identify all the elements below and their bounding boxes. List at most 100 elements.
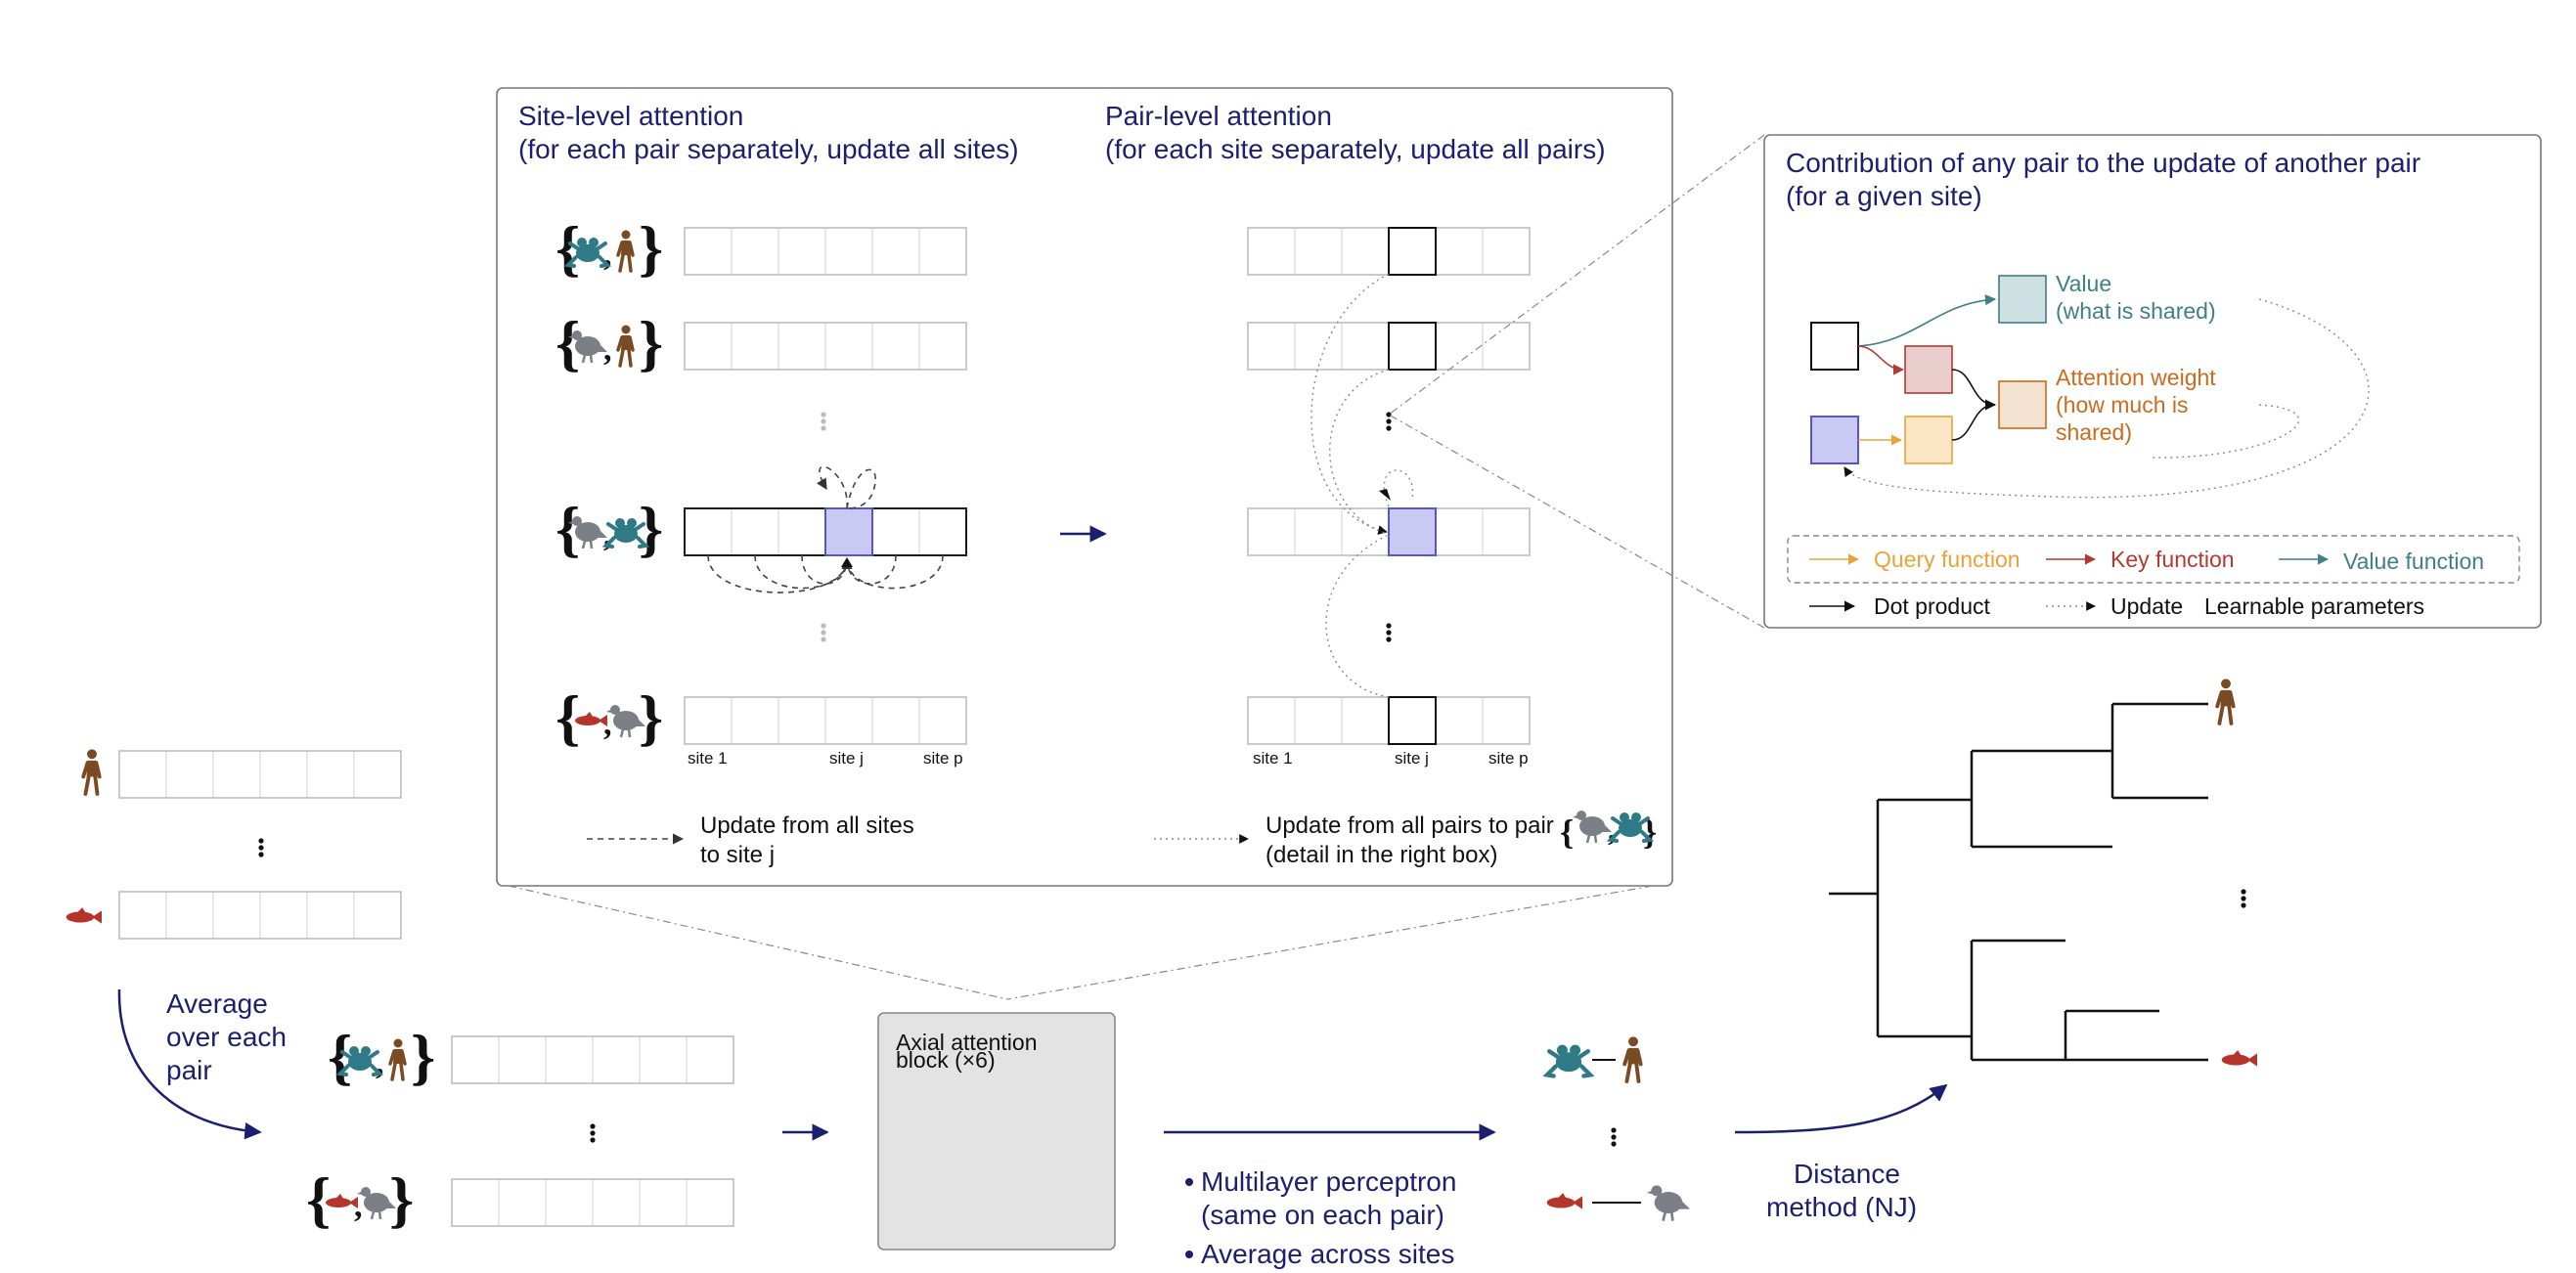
value-cell (1998, 275, 2047, 324)
site-label: site 1 (1253, 749, 1293, 768)
value-function-arrow (1857, 294, 1997, 347)
sequence-row (451, 1178, 734, 1227)
ellipsis-dot (2241, 896, 2246, 901)
ellipsis-dot (258, 838, 264, 844)
block-title: Axial attention (896, 1030, 1037, 1055)
site-label: site j (829, 749, 864, 768)
highlighted-cell (824, 507, 873, 556)
site-update-arc (846, 554, 944, 590)
query-cell (1904, 416, 1953, 464)
ellipsis-dot (590, 1130, 596, 1136)
sequence-row (684, 696, 967, 745)
ellipsis-dot (821, 636, 826, 642)
human-icon (81, 747, 102, 796)
site-label: site 1 (688, 749, 728, 768)
site-label: site p (1488, 749, 1529, 768)
ellipsis-dot (821, 412, 826, 417)
site-update-arc (846, 554, 897, 585)
update-curve (1843, 298, 2370, 499)
dot-product-arrow (1951, 369, 1997, 411)
site-label: site p (923, 749, 963, 768)
attention-weight-cell (1998, 380, 2047, 429)
learnable-parameters-box (1787, 535, 2520, 584)
pair-a-cell (1810, 322, 1859, 371)
highlighted-cell (1388, 322, 1437, 371)
average-label: pair (166, 1055, 212, 1085)
pair-update-curve (1325, 535, 1390, 698)
pair-update-curve (1310, 273, 1390, 535)
pair-update-curve (1329, 369, 1390, 535)
ellipsis-dot (1386, 425, 1392, 431)
average-label: Average (166, 988, 268, 1019)
average-label: over each (166, 1022, 287, 1052)
sequence-row (1247, 507, 1531, 556)
brace-open: { (306, 1164, 331, 1234)
site-label: site j (1395, 749, 1429, 768)
key-function-arrow (1857, 345, 1905, 375)
ellipsis-dot (2241, 902, 2246, 908)
ellipsis-dot (1386, 630, 1392, 636)
fish-icon (2221, 1050, 2257, 1067)
bird-icon (1571, 809, 1614, 845)
human-icon (2215, 677, 2236, 725)
site-update-arc (707, 554, 848, 593)
mlp-label: Average across sites (1201, 1239, 1454, 1269)
comma: , (603, 331, 612, 368)
brace-open: { (555, 682, 580, 752)
attention-label: Attention weight (2056, 365, 2216, 390)
row-outline (451, 1035, 734, 1084)
legend-site-text: Update from all sites (700, 812, 914, 839)
sequence-row (684, 322, 967, 371)
species-pair-label: {}, (555, 494, 663, 563)
bullet (1185, 1178, 1193, 1186)
ellipsis-dot (1386, 418, 1392, 424)
highlighted-cell (1388, 696, 1437, 745)
ellipsis-dot (1386, 623, 1392, 629)
zoom-guide-line (508, 885, 1008, 1000)
self-update-loop (846, 468, 877, 509)
detail-title: Contribution of any pair to the update o… (1786, 148, 2421, 178)
comma: , (1608, 812, 1617, 848)
frog-icon (1547, 1045, 1590, 1076)
bird-icon (1645, 1184, 1692, 1223)
zoom-guide-line (1388, 134, 1765, 416)
row-outline (684, 227, 967, 276)
sequence-row (118, 891, 402, 940)
brace-close: } (639, 682, 663, 752)
human-icon (1622, 1034, 1643, 1083)
comma: , (603, 706, 612, 742)
comma: , (354, 1188, 363, 1224)
sequence-row (118, 750, 402, 799)
learnable-parameters-label: Learnable parameters (2204, 593, 2424, 619)
sequence-row (1247, 696, 1531, 745)
pair-attention-title: Pair-level attention (1105, 101, 1332, 131)
ellipsis-dot (258, 845, 264, 851)
site-attention-subtitle: (for each pair separately, update all si… (518, 134, 1019, 164)
legend-pair-text: Update from all pairs to pair (1266, 812, 1554, 839)
legend-site-text: to site j (700, 842, 775, 868)
zoom-guide-line (1388, 414, 1765, 629)
self-update-arc (817, 465, 848, 509)
sequence-row (684, 507, 967, 556)
nj-arrow (1734, 1083, 1948, 1134)
sequence-row (1247, 227, 1531, 276)
row-outline (684, 696, 967, 745)
mlp-label: Multilayer perceptron (1201, 1166, 1456, 1197)
legend-pair-text: (detail in the right box) (1266, 842, 1497, 868)
sequence-row (451, 1035, 734, 1084)
ellipsis-dot (2241, 889, 2246, 895)
attention-label: (how much is (2056, 392, 2188, 417)
site-update-arc (754, 554, 848, 590)
brace-open: { (1560, 812, 1574, 852)
site-attention-title: Site-level attention (518, 101, 743, 131)
zoom-guide-line (1006, 885, 1654, 1000)
species-pair-label: {}, (555, 682, 663, 752)
row-outline (684, 322, 967, 371)
dot-product-arrow (1951, 404, 1996, 441)
brace-close: } (639, 494, 663, 563)
dot-product-label: Dot product (1874, 593, 1991, 619)
row-outline (118, 891, 402, 940)
highlighted-cell (1388, 227, 1437, 276)
ellipsis-dot (821, 425, 826, 431)
